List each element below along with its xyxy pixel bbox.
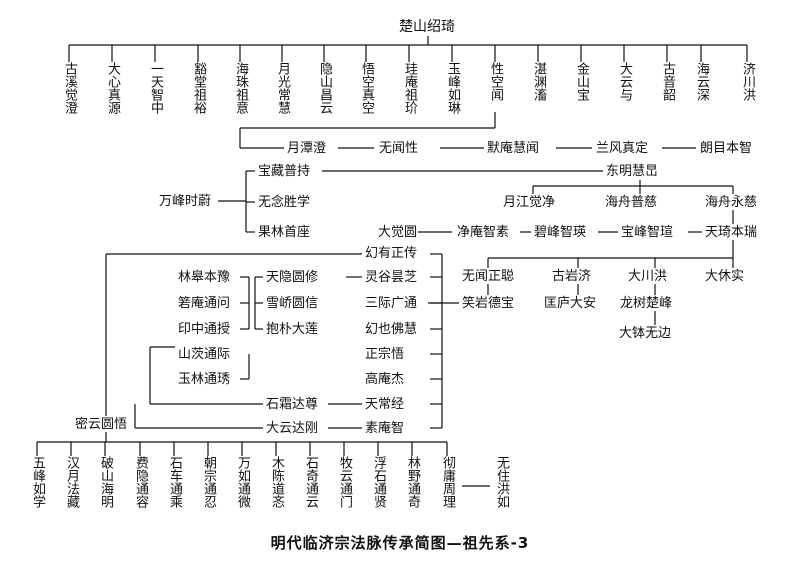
dajue-row-node: 碧峰智瑛 [533, 225, 588, 240]
row1-node: 珪庵祖玠 [402, 62, 417, 114]
bottom-node: 五峰如学 [30, 456, 45, 508]
row1-node: 大云与 [617, 62, 632, 101]
row1-node: 玉峰如琳 [445, 62, 460, 114]
row1-node: 济川洪 [740, 62, 755, 101]
node-huanyou: 幻有正传 [364, 246, 419, 261]
huanyou-child: 灵谷昙芝 [364, 270, 419, 285]
dajue-row-node: 净庵智素 [456, 225, 511, 240]
shanci-node: 山茨通际 [177, 347, 232, 362]
row1-node: 一天智中 [148, 62, 163, 114]
chain-node: 默庵慧闻 [486, 141, 541, 156]
row1-node: 大心真源 [105, 62, 120, 114]
row1-node: 性空闻 [488, 62, 503, 101]
dongming-child: 海舟普慈 [604, 195, 659, 210]
row1-node: 豁堂祖裕 [191, 62, 206, 114]
wuwen-child: 笑岩德宝 [461, 296, 516, 311]
chain-node: 无闻性 [378, 141, 420, 156]
bottom-node: 朝宗通忍 [201, 456, 216, 508]
tianqi-child: 大川洪 [627, 269, 669, 284]
lingu-child: 雪峤圆信 [265, 296, 320, 311]
bottom-node: 彻庸周理 [440, 456, 455, 508]
row1-node: 海珠祖意 [233, 62, 248, 114]
longshu-child: 大钵无边 [618, 326, 673, 341]
dajue-row-node: 天琦本瑞 [704, 225, 759, 240]
row1-node: 古溪觉澄 [62, 62, 77, 114]
tianqi-child: 无闻正聪 [461, 269, 516, 284]
bottom-node: 木陈道忞 [269, 456, 284, 508]
chain-node: 朗目本智 [699, 141, 754, 156]
row1-node: 金山宝 [574, 62, 589, 101]
bottom-node: 石奇通云 [303, 456, 318, 508]
dongming-child: 海舟永慈 [704, 195, 759, 210]
dachuan-child: 龙树楚峰 [619, 296, 674, 311]
chain-node: 月潭澄 [286, 141, 328, 156]
huanyou-child: 正宗悟 [364, 347, 406, 362]
row1-node: 月光常慧 [275, 62, 290, 114]
node-root: 楚山绍琦 [398, 19, 456, 35]
row1-node: 湛渊滀 [531, 62, 546, 101]
lingu-child: 抱朴大莲 [265, 322, 320, 337]
row1-node: 悟空真空 [359, 62, 374, 114]
wanfeng-child: 果林首座 [257, 225, 312, 240]
bottom-node: 石车通乘 [167, 456, 182, 508]
wanfeng-child: 宝藏普持 [257, 164, 312, 179]
row1-node: 海云深 [694, 62, 709, 101]
bottom-node: 费隐通容 [133, 456, 148, 508]
dongming-child: 月江觉净 [502, 195, 557, 210]
chain-node: 兰风真定 [595, 141, 650, 156]
bottom-node: 牧云通门 [337, 456, 352, 508]
bottom-node: 破山海明 [98, 456, 113, 508]
shanci-node: 玉林通琇 [177, 372, 232, 387]
tianqi-child: 大休实 [704, 269, 746, 284]
bottom-node: 林野通奇 [405, 456, 420, 508]
huanyou-child: 高庵杰 [364, 372, 406, 387]
huanyou-child: 天常经 [364, 397, 406, 412]
dajue-row-node: 大觉圆 [377, 225, 419, 240]
row1-node: 隐山昌云 [317, 62, 332, 114]
tianyin-child: 箬庵通问 [177, 296, 232, 311]
huanyou-child: 素庵智 [364, 421, 406, 436]
bottom-node: 浮石通贤 [371, 456, 386, 508]
row1-node: 古音韶 [660, 62, 675, 101]
lower-child: 石霜达尊 [265, 397, 320, 412]
wanfeng-child: 无念胜学 [257, 195, 312, 210]
node-dongming: 东明慧旵 [605, 164, 660, 179]
huanyou-child: 幻也佛慧 [364, 322, 419, 337]
tianyin-child: 林皋本豫 [177, 270, 232, 285]
guyan-child: 匡庐大安 [543, 296, 598, 311]
huanyou-child: 三际广通 [364, 296, 419, 311]
tianyin-child: 印中通授 [177, 322, 232, 337]
bottom-node: 万如通微 [235, 456, 250, 508]
lingu-child: 天隐圆修 [265, 270, 320, 285]
node-wanfeng: 万峰时蔚 [158, 194, 213, 209]
diagram-caption: 明代临济宗法脉传承简图—祖先系-3 [270, 534, 530, 552]
lower-child: 大云达刚 [265, 421, 320, 436]
node-wuzhu: 无住洪如 [494, 456, 509, 508]
dajue-row-node: 宝峰智瑄 [620, 225, 675, 240]
bottom-node: 汉月法藏 [64, 456, 79, 508]
tianqi-child: 古岩济 [551, 269, 593, 284]
node-miyun: 密云圆悟 [74, 417, 129, 432]
